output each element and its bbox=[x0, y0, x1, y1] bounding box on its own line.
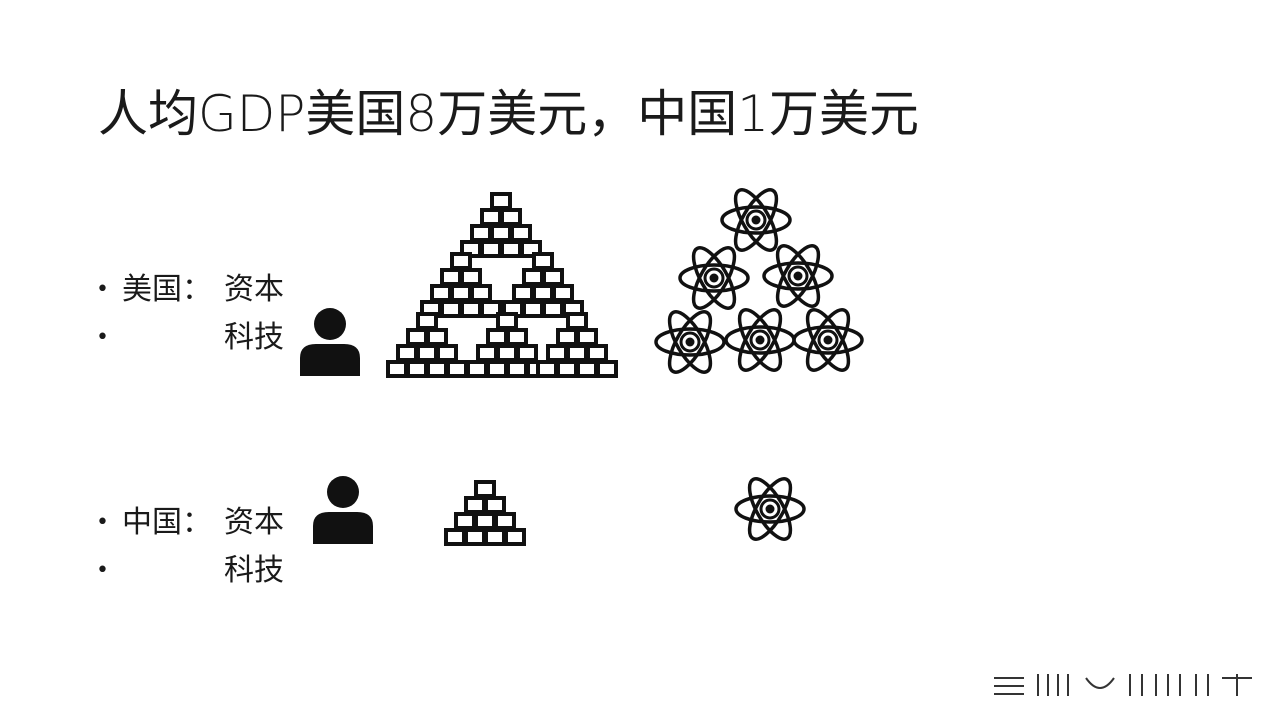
watermark-logo bbox=[994, 674, 1252, 697]
gold-bars-icon bbox=[468, 314, 546, 376]
gold-bars-icon bbox=[422, 254, 500, 316]
china-country-label: 中国： bbox=[122, 505, 212, 540]
china-tech-label: 科技 bbox=[224, 553, 284, 588]
person-icon bbox=[313, 476, 373, 544]
gold-bars-pyramid bbox=[385, 190, 620, 380]
usa-country-label: 美国： bbox=[122, 272, 212, 307]
usa-capital-label: 资本 bbox=[224, 272, 284, 307]
bullet-dot: • bbox=[96, 277, 109, 302]
person-icon bbox=[300, 308, 360, 376]
gold-bars-icon bbox=[538, 314, 616, 376]
usa-tech-label: 科技 bbox=[224, 320, 284, 355]
slide-title: 人均GDP美国8万美元，中国1万美元 bbox=[98, 85, 920, 143]
gold-bars-single bbox=[444, 480, 526, 546]
atom-icon bbox=[654, 304, 726, 380]
atom-icon bbox=[720, 182, 792, 258]
atom-icon bbox=[762, 238, 834, 314]
gold-bars-icon bbox=[504, 254, 582, 316]
atom-icon bbox=[678, 240, 750, 316]
atom-single bbox=[734, 477, 806, 541]
gold-bars-icon bbox=[444, 480, 526, 546]
bullet-dot: • bbox=[96, 510, 109, 535]
bullet-dot: • bbox=[96, 325, 109, 350]
atom-icon bbox=[724, 302, 796, 378]
atom-icon bbox=[734, 477, 806, 541]
atoms-pyramid bbox=[654, 182, 864, 380]
bullet-dot: • bbox=[96, 558, 109, 583]
atom-icon bbox=[792, 302, 864, 378]
gold-bars-icon bbox=[388, 314, 466, 376]
gold-bars-icon bbox=[462, 194, 540, 256]
china-capital-label: 资本 bbox=[224, 505, 284, 540]
